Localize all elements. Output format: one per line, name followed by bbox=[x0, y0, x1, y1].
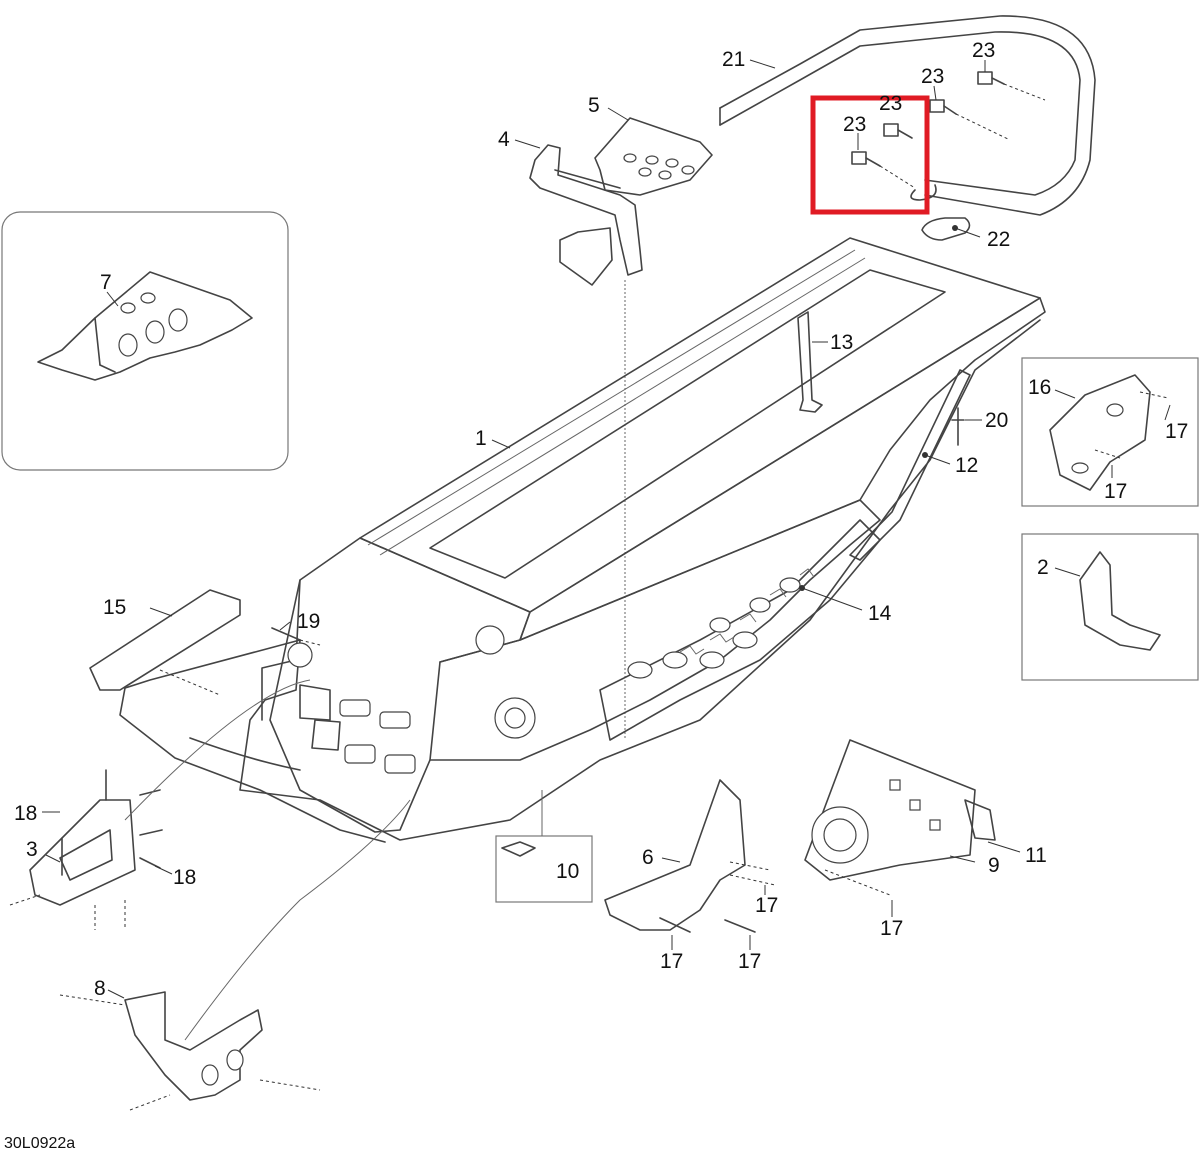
drawing-code: 30L0922a bbox=[4, 1135, 75, 1152]
callout-4: 4 bbox=[498, 128, 510, 151]
callout-1: 1 bbox=[475, 427, 487, 450]
part-14-running-board bbox=[627, 568, 815, 679]
part-6-bracket bbox=[604, 779, 776, 933]
callout-18-a: 18 bbox=[14, 802, 37, 825]
callout-17-e: 17 bbox=[738, 950, 761, 973]
callout-22: 22 bbox=[987, 228, 1010, 251]
callout-15: 15 bbox=[103, 596, 126, 619]
callout-21: 21 bbox=[722, 48, 745, 71]
part-1-tunnel bbox=[119, 237, 1046, 843]
part-7-skid-plate bbox=[37, 271, 253, 381]
callout-23-c: 23 bbox=[879, 92, 902, 115]
part-23-bolts bbox=[851, 71, 1046, 189]
highlight-box bbox=[810, 95, 930, 215]
part-9-plate bbox=[804, 739, 976, 881]
callout-14: 14 bbox=[868, 602, 892, 625]
callout-17-b: 17 bbox=[1104, 480, 1127, 503]
callout-13: 13 bbox=[830, 331, 853, 354]
part-8-bracket bbox=[59, 991, 321, 1111]
callout-23-a: 23 bbox=[972, 39, 995, 62]
callout-23-d: 23 bbox=[843, 113, 866, 136]
part-20-rivet bbox=[951, 407, 965, 446]
part-2-bracket bbox=[1079, 551, 1161, 651]
inset-box-part-7 bbox=[1, 211, 289, 471]
callout-11: 11 bbox=[1025, 844, 1047, 867]
callout-20: 20 bbox=[985, 409, 1008, 432]
part-16-box bbox=[1021, 357, 1199, 507]
part-4-bumper bbox=[529, 144, 643, 286]
callout-17-d: 17 bbox=[660, 950, 683, 973]
callout-8: 8 bbox=[94, 977, 106, 1000]
part-16-bracket bbox=[1049, 374, 1169, 491]
part-2-box bbox=[1021, 533, 1199, 681]
callout-2: 2 bbox=[1037, 556, 1049, 579]
callout-17-c: 17 bbox=[755, 894, 778, 917]
callout-3: 3 bbox=[26, 838, 38, 861]
callout-23-b: 23 bbox=[921, 65, 944, 88]
callout-9: 9 bbox=[988, 854, 1000, 877]
part-22-clip bbox=[921, 217, 971, 241]
callout-6: 6 bbox=[642, 846, 654, 869]
callout-10: 10 bbox=[556, 860, 579, 883]
callout-17-a: 17 bbox=[1165, 420, 1188, 443]
part-12-rail bbox=[849, 369, 971, 561]
callout-7: 7 bbox=[100, 271, 112, 294]
part-10-box bbox=[495, 835, 593, 903]
callout-18-b: 18 bbox=[173, 866, 196, 889]
callout-19: 19 bbox=[297, 610, 320, 633]
callout-17-f: 17 bbox=[880, 917, 903, 940]
part-5-plate bbox=[594, 117, 713, 196]
part-3-bracket bbox=[9, 769, 163, 930]
part-21-handlebar bbox=[719, 15, 1096, 216]
part-15-bracket bbox=[89, 589, 241, 696]
part-19-rivet bbox=[271, 627, 321, 646]
callout-5: 5 bbox=[588, 94, 600, 117]
part-11-tab bbox=[964, 799, 996, 841]
part-13-post bbox=[797, 311, 823, 413]
callout-16: 16 bbox=[1028, 376, 1051, 399]
callout-12: 12 bbox=[955, 454, 978, 477]
